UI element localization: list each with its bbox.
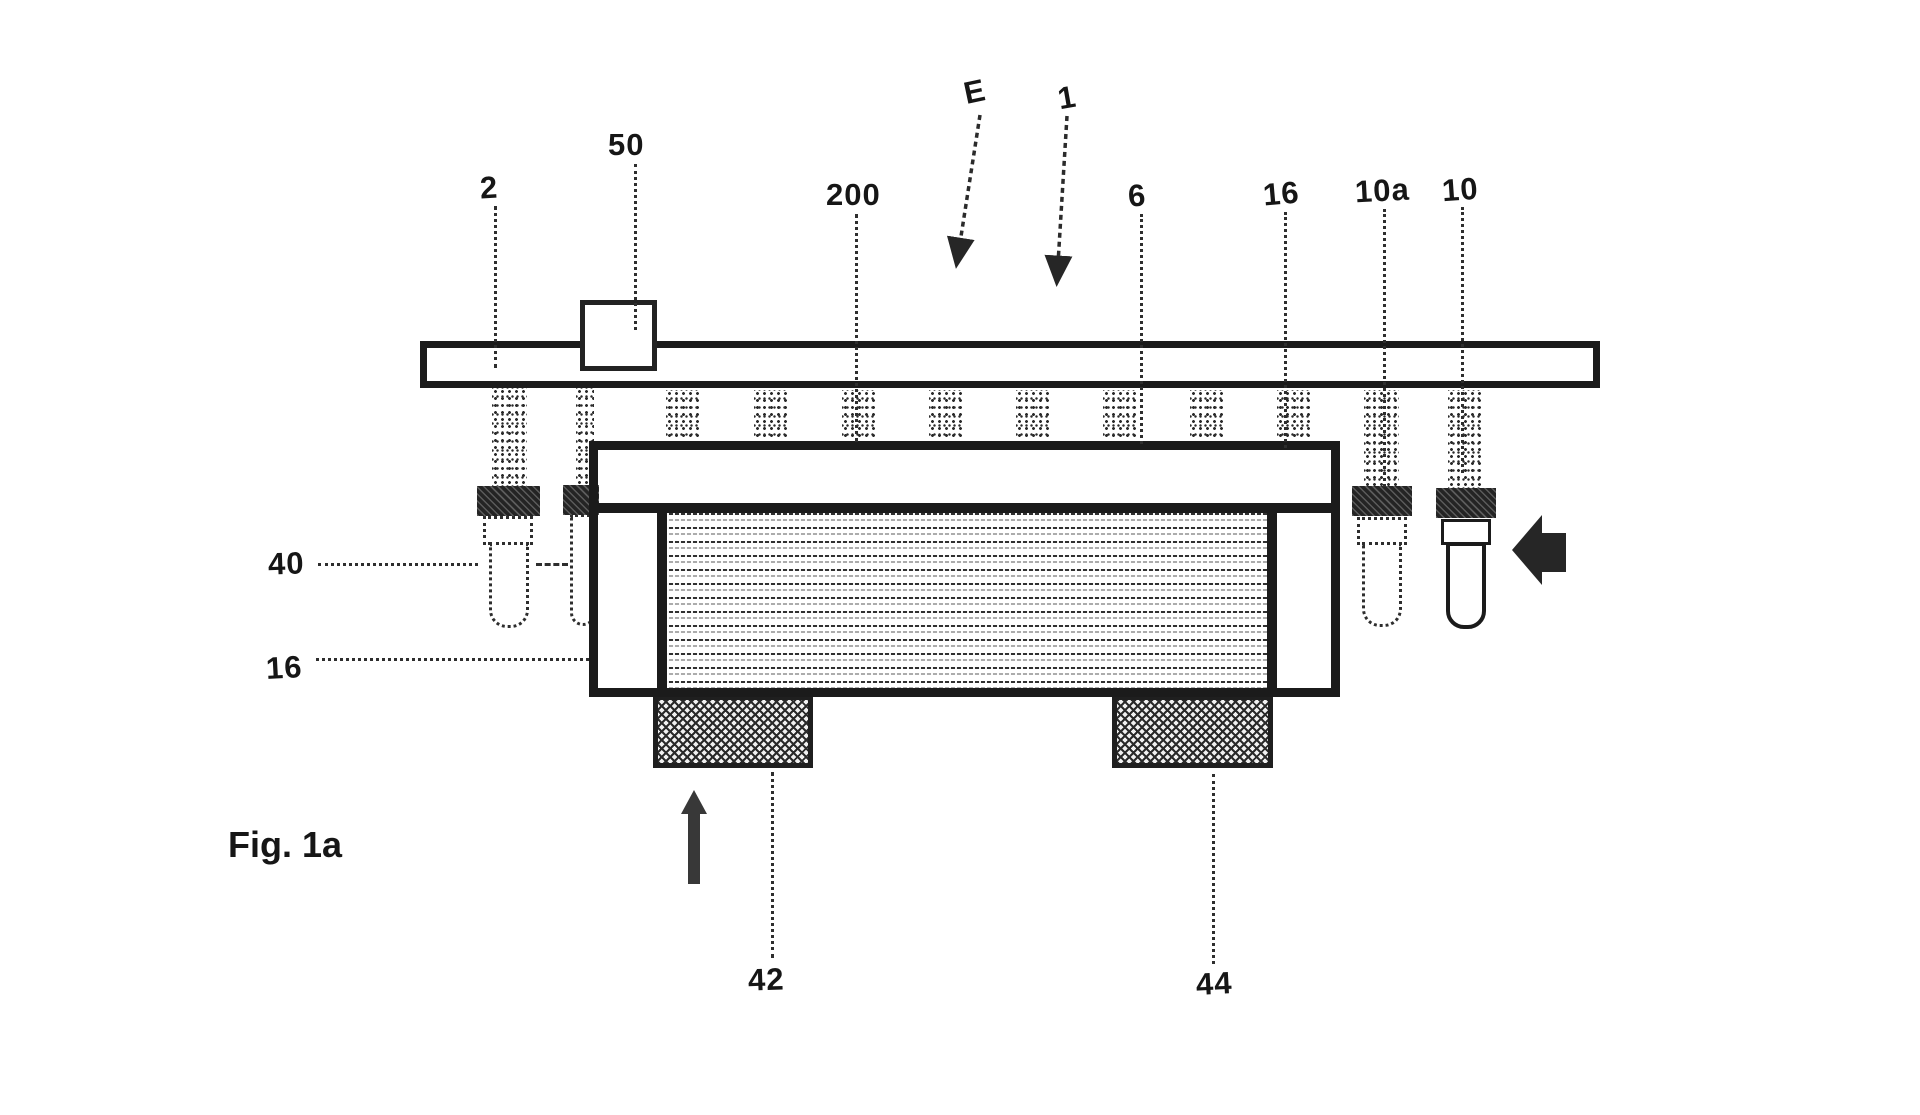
connector-pin xyxy=(1277,390,1311,442)
connector-pin xyxy=(1190,390,1224,442)
ref-label-E: E xyxy=(960,72,989,111)
left-arrow-icon xyxy=(1512,515,1542,585)
connector-pin xyxy=(754,390,788,442)
ref-label-16-top: 16 xyxy=(1261,174,1301,213)
ref-label-40: 40 xyxy=(267,545,306,582)
tube-10a-shaft xyxy=(1364,390,1399,487)
up-arrow-icon xyxy=(681,790,707,814)
ref-label-1: 1 xyxy=(1055,78,1080,117)
container-lid-divider xyxy=(589,503,1340,513)
support-block-42 xyxy=(653,695,813,768)
ref-label-42: 42 xyxy=(747,961,786,998)
leader-line-10 xyxy=(1461,207,1464,473)
tube-10-body xyxy=(1446,542,1486,629)
leader-line-10a xyxy=(1383,209,1386,487)
container-outline xyxy=(589,441,1340,697)
connector-pin xyxy=(1103,390,1137,442)
ref-label-2: 2 xyxy=(479,169,500,206)
left-arrow-tail xyxy=(1542,533,1566,572)
leader-line-44 xyxy=(1212,774,1215,964)
leader-line-16-left xyxy=(316,658,589,661)
connector-pin xyxy=(1016,390,1050,442)
leader-line-50 xyxy=(634,164,637,330)
leader-line-2 xyxy=(494,206,497,368)
tube-2-shaft xyxy=(492,388,527,487)
ref-label-50: 50 xyxy=(608,127,645,162)
arrow-E xyxy=(946,114,982,269)
ref-label-6: 6 xyxy=(1126,177,1148,214)
ref-label-10: 10 xyxy=(1440,170,1480,209)
up-arrow-shaft xyxy=(688,812,700,884)
ref-label-16-left: 16 xyxy=(265,649,304,686)
support-block-44 xyxy=(1112,695,1273,768)
ref-label-44: 44 xyxy=(1195,965,1234,1002)
tube-10a-body xyxy=(1362,542,1402,627)
sample-stack xyxy=(657,513,1277,688)
leader-line-42 xyxy=(771,772,774,958)
connector-pin xyxy=(842,390,876,442)
gripper-block-50 xyxy=(580,300,657,371)
leader-line-6 xyxy=(1140,214,1143,444)
tube-2-body xyxy=(489,542,529,628)
tube-10a-neck xyxy=(1357,517,1407,545)
ref-label-200: 200 xyxy=(826,177,881,212)
leader-line-40 xyxy=(318,563,478,566)
tube-10-collar xyxy=(1436,488,1496,518)
leader-line-200 xyxy=(855,214,858,442)
tube-10a-collar xyxy=(1352,486,1412,516)
tube-2-collar xyxy=(477,486,540,516)
connector-pin xyxy=(666,390,700,442)
leader-line-40-dash xyxy=(536,563,568,566)
tube-10-shaft xyxy=(1448,390,1482,488)
leader-line-16-top xyxy=(1284,212,1287,448)
connector-pin xyxy=(929,390,963,442)
tube-2-neck xyxy=(483,516,533,545)
figure-caption: Fig. 1a xyxy=(228,824,343,865)
ref-label-10a: 10a xyxy=(1354,171,1411,210)
arrow-1 xyxy=(1044,115,1073,287)
